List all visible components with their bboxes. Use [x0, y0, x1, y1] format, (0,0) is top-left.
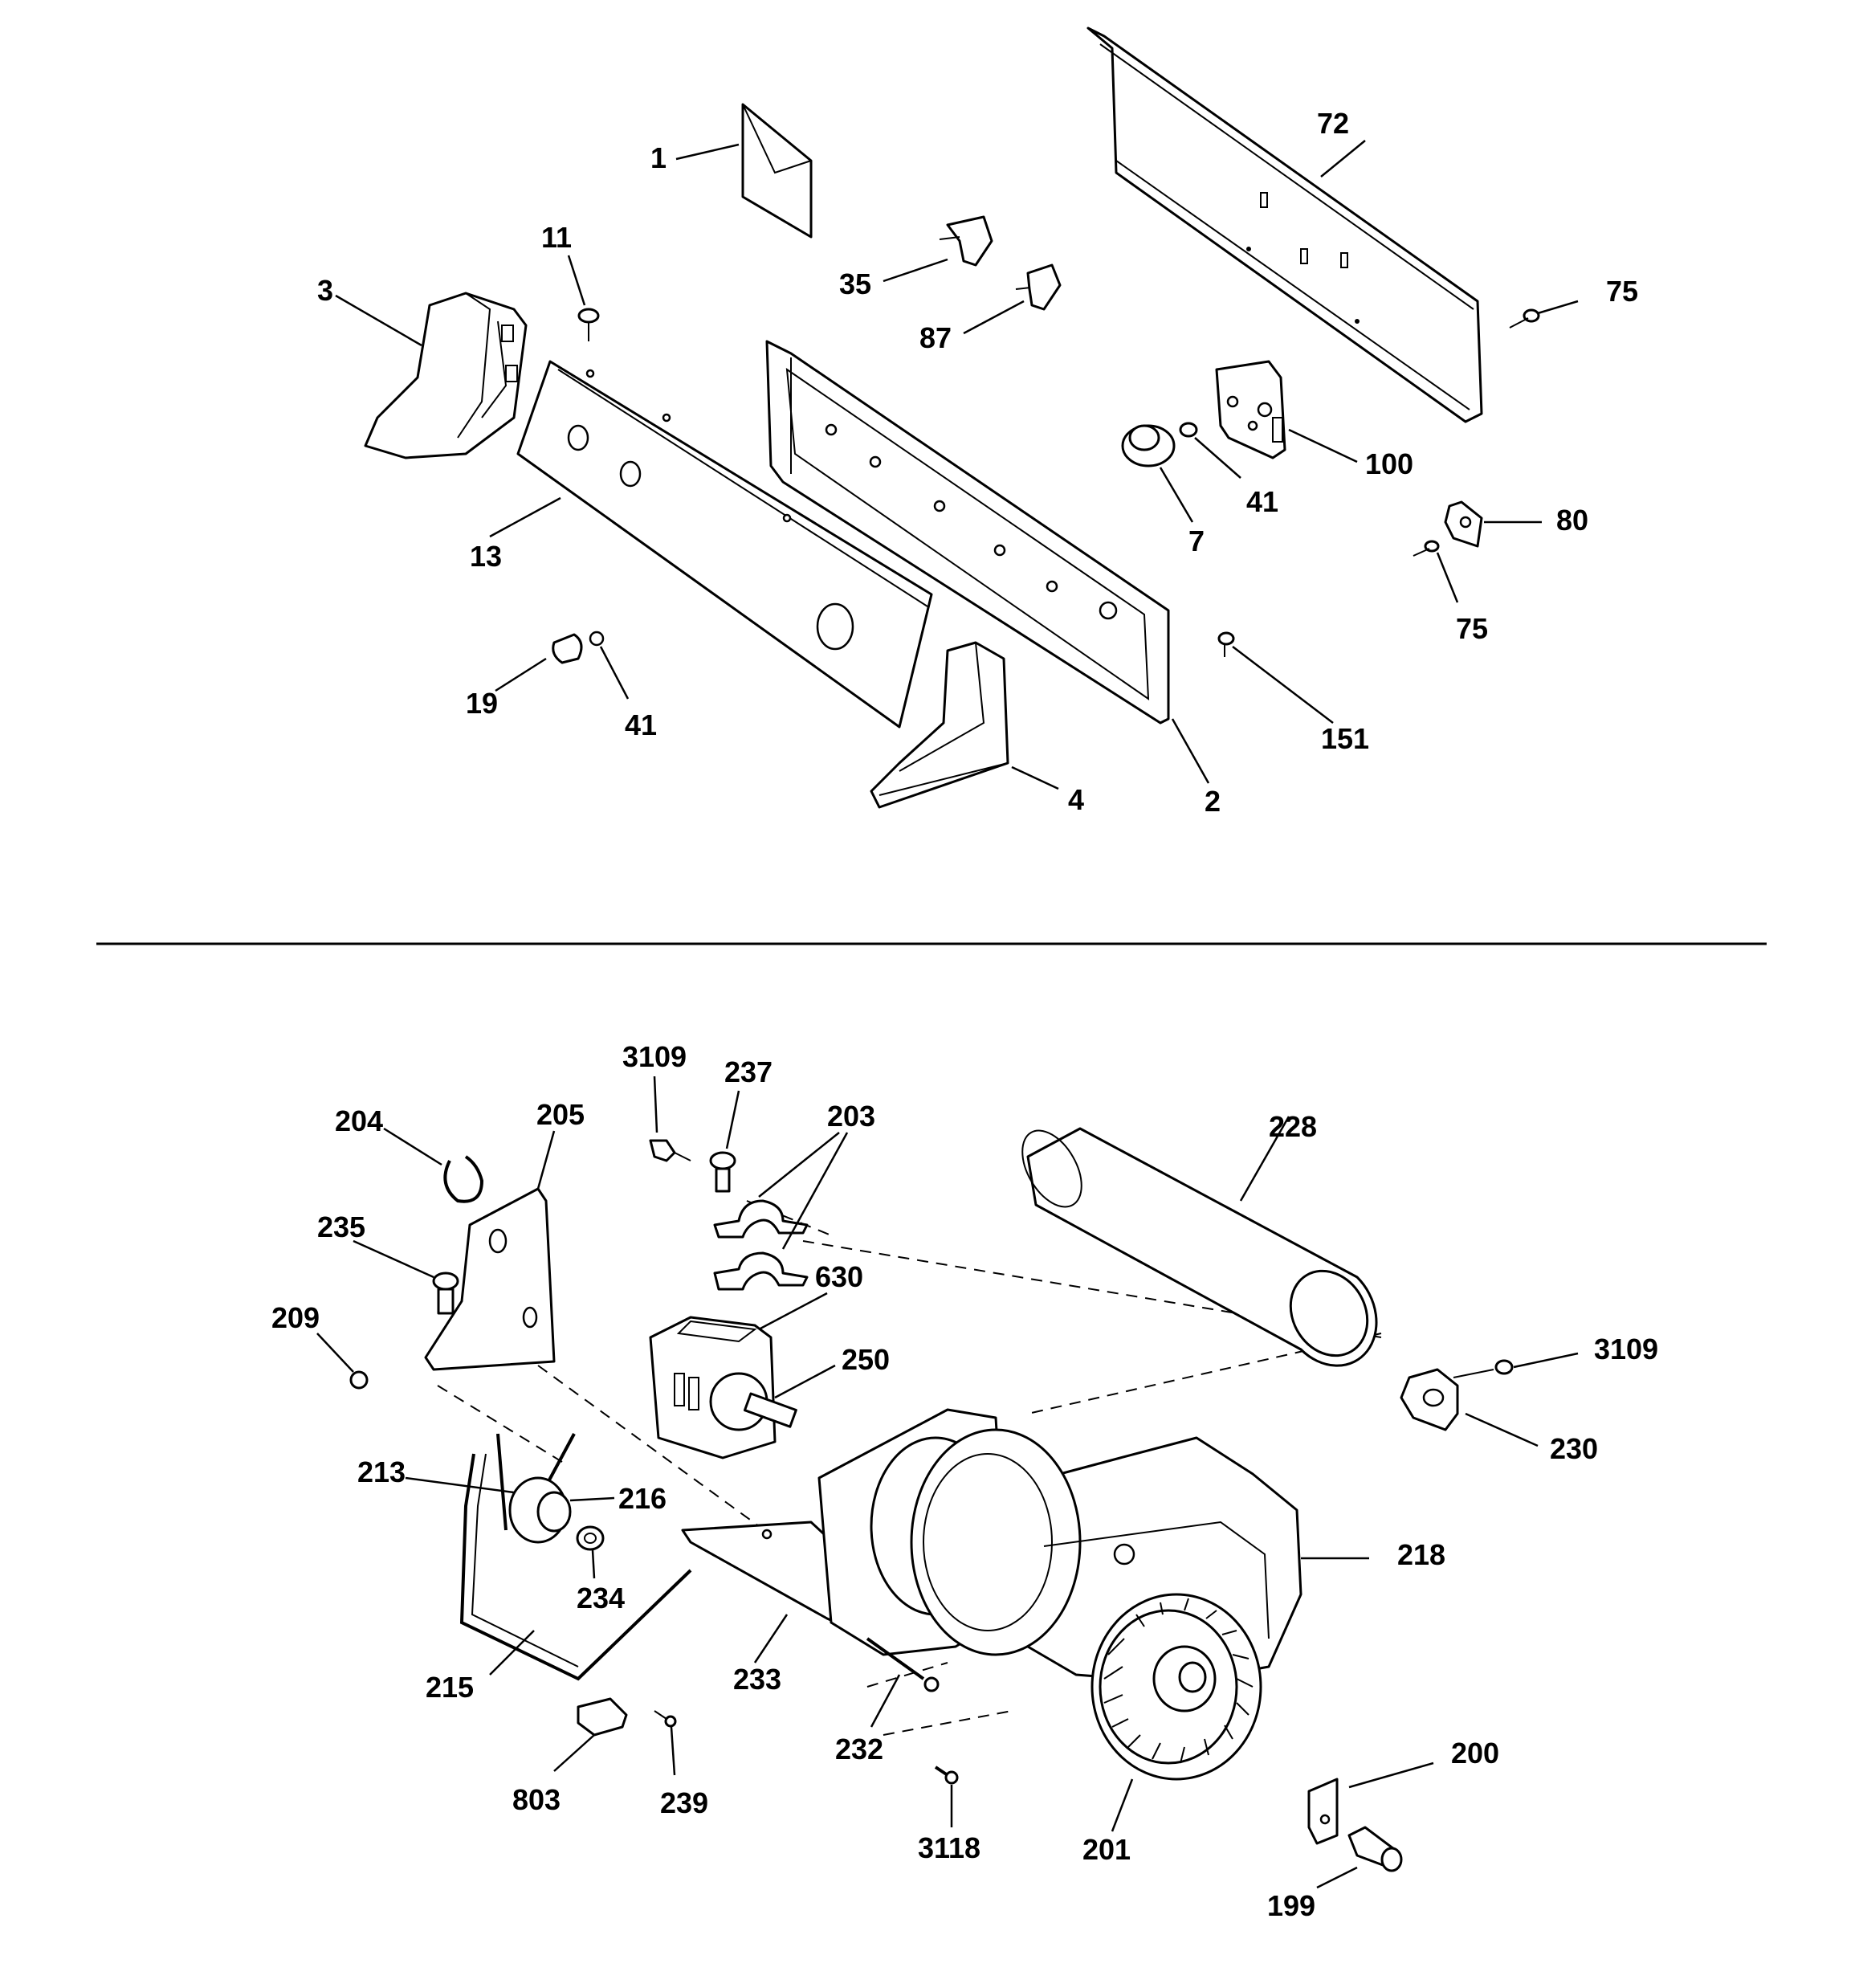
- callout-label: 80: [1556, 504, 1588, 537]
- bracket-part-87: [1015, 263, 1062, 311]
- blower-housing-part: [817, 1408, 1302, 1684]
- screw-part-235: [432, 1272, 459, 1315]
- callout-label: 216: [618, 1482, 667, 1515]
- callout-label: 75: [1456, 612, 1488, 645]
- callout-label: 3109: [1594, 1333, 1658, 1365]
- callout-label: 213: [357, 1455, 406, 1488]
- wire-harness-part: [459, 1433, 692, 1681]
- screw-part-75: [1509, 308, 1540, 329]
- callout-label: 230: [1550, 1432, 1598, 1465]
- screw-part-3118: [934, 1766, 959, 1785]
- callout-label: 1: [650, 141, 667, 174]
- motor-clamp-part: [713, 1199, 809, 1291]
- callout-label: 201: [1082, 1833, 1131, 1866]
- callout-label: 200: [1451, 1737, 1499, 1770]
- callout-label: 205: [536, 1098, 585, 1131]
- switch-part: [1215, 360, 1286, 459]
- callout-label: 3: [317, 274, 333, 307]
- knob-part: [552, 633, 583, 664]
- callout-label: 630: [815, 1260, 863, 1293]
- wire-connector-part: [577, 1697, 628, 1737]
- idler-pulley-part: [508, 1476, 572, 1544]
- screw-part-75-lower: [1413, 540, 1440, 557]
- bushing-part: [576, 1525, 605, 1551]
- callout-label: 72: [1317, 107, 1349, 140]
- motor-bracket-part: [424, 1187, 556, 1371]
- callout-label: 11: [541, 221, 572, 254]
- drive-motor-part: [649, 1316, 797, 1459]
- exhaust-duct-part: [1021, 1127, 1378, 1367]
- callout-label: 250: [842, 1343, 890, 1376]
- callout-label: 41: [1246, 485, 1278, 518]
- control-panel-frame-part: [765, 340, 1170, 725]
- callout-label: 209: [271, 1301, 320, 1334]
- upper-leader-lines: [335, 140, 1579, 790]
- rear-panel-part: [1086, 27, 1483, 423]
- thermostat-part: [1400, 1368, 1494, 1431]
- callout-label: 235: [317, 1210, 365, 1243]
- callout-label: 233: [733, 1663, 781, 1696]
- callout-label: 41: [625, 708, 657, 741]
- bolt-part: [1347, 1826, 1403, 1872]
- bracket-part: [939, 215, 993, 267]
- callout-label: 151: [1321, 722, 1369, 755]
- callout-label: 228: [1269, 1110, 1317, 1143]
- callout-label: 237: [724, 1055, 773, 1088]
- wheel-clip-part: [1307, 1778, 1339, 1845]
- callout-label: 2: [1205, 785, 1221, 818]
- clip-part: [1444, 500, 1483, 548]
- callout-label: 232: [835, 1733, 883, 1766]
- wire-clip-part: [443, 1155, 484, 1203]
- callout-label: 199: [1267, 1889, 1315, 1922]
- blower-wheel-part: [1090, 1593, 1262, 1781]
- callout-label: 204: [335, 1104, 383, 1137]
- callout-label: 239: [660, 1786, 708, 1819]
- callout-label: 203: [827, 1100, 875, 1133]
- left-end-cap-part: [364, 292, 528, 459]
- screw-part-239: [654, 1710, 677, 1728]
- callout-label: 234: [577, 1582, 625, 1614]
- spring-part-right: [1179, 422, 1198, 438]
- callout-label: 3109: [622, 1040, 687, 1073]
- screw-part: [577, 308, 600, 341]
- callout-label: 19: [466, 687, 498, 720]
- lower-callouts: 3109 237 203 228 204 205 235 630 209 250…: [271, 1040, 1658, 1922]
- callout-label: 4: [1068, 783, 1084, 816]
- upper-callouts: 1 72 11 3 35 75 87 100 41 7 13 80 75 19 …: [317, 107, 1638, 818]
- control-panel-cover-part: [516, 360, 933, 729]
- callout-label: 803: [512, 1783, 561, 1816]
- screw-part-237: [709, 1151, 736, 1193]
- callout-label: 35: [839, 267, 871, 300]
- upper-assembly: 1 72 11 3 35 75 87 100 41 7 13 80 75 19 …: [317, 27, 1638, 818]
- spring-part: [589, 631, 605, 647]
- callout-label: 87: [919, 321, 952, 354]
- callout-label: 218: [1397, 1538, 1445, 1571]
- spring-part-232: [866, 1637, 940, 1692]
- nut-part: [349, 1370, 369, 1390]
- lower-assembly: 3109 237 203 228 204 205 235 630 209 250…: [271, 1040, 1658, 1922]
- callout-label: 13: [470, 540, 502, 573]
- callout-label: 3118: [918, 1831, 980, 1864]
- lower-leader-lines: [316, 1076, 1579, 1889]
- screw-part-3109: [649, 1139, 691, 1162]
- callout-label: 7: [1188, 525, 1205, 557]
- control-knob-part: [1121, 424, 1176, 467]
- right-end-cap-part: [870, 641, 1009, 809]
- callout-label: 215: [426, 1671, 474, 1704]
- screw-part-151: [1217, 631, 1235, 657]
- callout-label: 75: [1606, 275, 1638, 308]
- callout-label: 100: [1365, 447, 1413, 480]
- screw-part-3109-right: [1494, 1359, 1514, 1375]
- instruction-envelope-part: [741, 103, 813, 239]
